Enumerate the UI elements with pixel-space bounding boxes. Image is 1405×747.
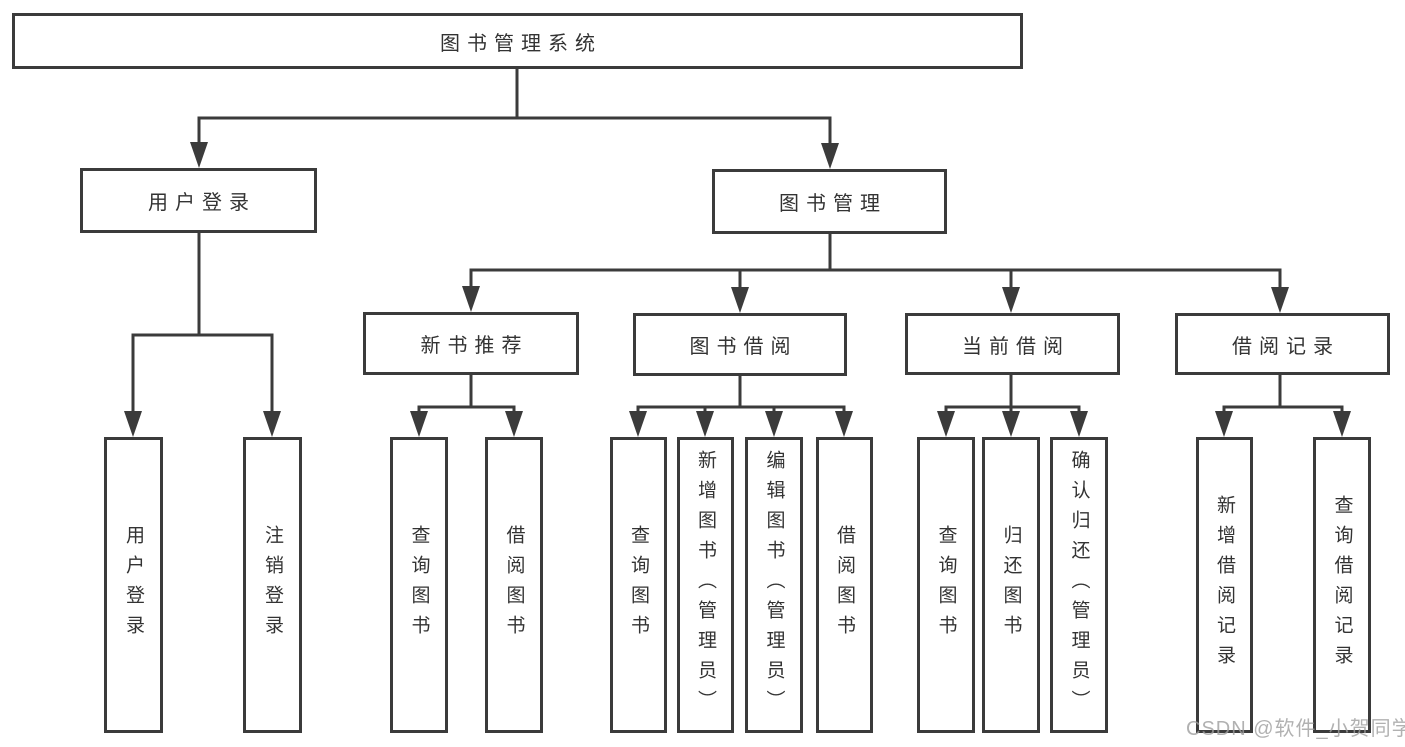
node-current-borrow: 当前借阅 <box>905 313 1120 375</box>
leaf-add-borrow-record: 新增借阅记录 <box>1196 437 1253 733</box>
node-library-system: 图书管理系统 <box>12 13 1023 69</box>
leaf-label: 查询图书 <box>935 525 957 645</box>
watermark-text: CSDN @软件_小贺同学 <box>1186 718 1405 740</box>
leaf-label: 用户登录 <box>123 525 144 645</box>
leaf-label: 注销登录 <box>262 525 283 645</box>
leaf-borrow-books-2: 借阅图书 <box>816 437 873 733</box>
leaf-add-book-admin: 新增图书（管理员） <box>677 437 734 733</box>
leaf-return-book: 归还图书 <box>982 437 1040 733</box>
leaf-confirm-return-admin: 确认归还（管理员） <box>1050 437 1108 733</box>
leaf-label: 新增图书（管理员） <box>695 450 716 720</box>
leaf-edit-book-admin: 编辑图书（管理员） <box>745 437 803 733</box>
node-label: 新书推荐 <box>420 335 529 357</box>
leaf-query-books-2: 查询图书 <box>610 437 667 733</box>
leaf-label: 借阅图书 <box>503 525 525 645</box>
leaf-label: 新增借阅记录 <box>1214 495 1235 675</box>
leaf-borrow-books-1: 借阅图书 <box>485 437 543 733</box>
node-label: 借阅记录 <box>1232 335 1340 358</box>
leaf-label: 借阅图书 <box>834 525 855 645</box>
node-new-book-recommend: 新书推荐 <box>363 312 579 375</box>
node-label: 用户登录 <box>148 192 256 214</box>
node-label: 图书管理系统 <box>440 32 602 55</box>
leaf-label: 查询图书 <box>408 525 430 645</box>
leaf-label: 查询借阅记录 <box>1331 495 1353 675</box>
leaf-query-books-1: 查询图书 <box>390 437 448 733</box>
node-label: 图书借阅 <box>689 336 798 358</box>
node-label: 图书管理 <box>779 193 887 215</box>
leaf-query-books-3: 查询图书 <box>917 437 975 733</box>
leaf-logout: 注销登录 <box>243 437 302 733</box>
node-book-borrow: 图书借阅 <box>633 313 847 376</box>
leaf-query-borrow-record: 查询借阅记录 <box>1313 437 1371 733</box>
leaf-label: 归还图书 <box>1000 525 1022 645</box>
node-user-login: 用户登录 <box>80 168 317 233</box>
node-book-management: 图书管理 <box>712 169 947 234</box>
leaf-label: 查询图书 <box>628 525 649 645</box>
node-borrow-records: 借阅记录 <box>1175 313 1390 375</box>
leaf-label: 编辑图书（管理员） <box>763 450 785 720</box>
leaf-label: 确认归还（管理员） <box>1068 450 1090 720</box>
node-label: 当前借阅 <box>962 335 1070 358</box>
leaf-user-login: 用户登录 <box>104 437 163 733</box>
